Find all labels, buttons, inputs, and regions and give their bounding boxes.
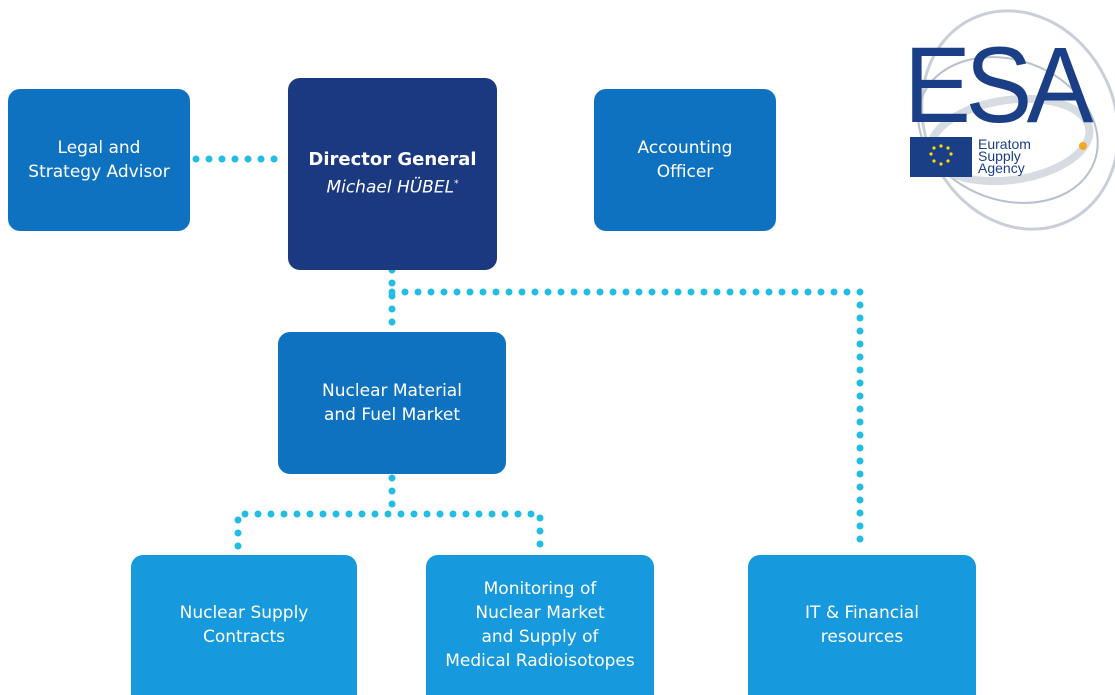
accounting-officer-box: Accounting Officer xyxy=(594,89,776,231)
connector-top-branch xyxy=(388,288,864,550)
logo-line-2: Supply xyxy=(978,148,1021,164)
accounting-line-1: Accounting xyxy=(637,138,733,158)
esa-logo-text: Euratom Supply Agency xyxy=(978,136,1031,176)
director-general-title: Director General xyxy=(308,149,477,171)
monitoring-line-3: and Supply of xyxy=(481,627,599,647)
nuclear-supply-line-1: Nuclear Supply xyxy=(179,603,309,623)
legal-strategy-advisor-box: Legal and Strategy Advisor xyxy=(8,89,190,231)
monitoring-line-2: Nuclear Market xyxy=(475,603,605,623)
logo-line-1: Euratom xyxy=(978,136,1031,152)
it-financial-line-2: resources xyxy=(820,627,904,647)
director-general-box: Director General Michael HÜBEL* xyxy=(288,78,497,270)
connector-bottom-branch xyxy=(234,510,544,550)
director-general-name: Michael HÜBEL xyxy=(326,177,455,198)
it-financial-resources-box: IT & Financial resources xyxy=(748,555,976,695)
nuclear-material-fuel-market-box: Nuclear Material and Fuel Market xyxy=(278,332,506,474)
director-general-footnote-mark: * xyxy=(454,179,459,190)
esa-acronym: ESA xyxy=(904,24,1094,145)
nuclear-material-line-1: Nuclear Material xyxy=(322,381,462,401)
nuclear-supply-contracts-box: Nuclear Supply Contracts xyxy=(131,555,357,695)
legal-line-2: Strategy Advisor xyxy=(28,162,170,182)
nuclear-material-line-2: and Fuel Market xyxy=(323,405,461,425)
logo-line-3: Agency xyxy=(978,160,1025,176)
monitoring-nuclear-market-box: Monitoring of Nuclear Market and Supply … xyxy=(426,555,654,695)
eu-flag-icon xyxy=(910,137,972,177)
nuclear-supply-line-2: Contracts xyxy=(203,627,285,647)
accounting-line-2: Officer xyxy=(656,162,714,182)
monitoring-line-1: Monitoring of xyxy=(483,579,597,599)
director-general-name-line: Michael HÜBEL* xyxy=(326,172,458,200)
it-financial-line-1: IT & Financial xyxy=(805,603,919,623)
monitoring-line-4: Medical Radioisotopes xyxy=(445,651,635,671)
esa-logo-graphic: ESA xyxy=(904,9,1115,231)
legal-line-1: Legal and xyxy=(57,138,141,158)
esa-logo: ESA Euratom Supply Agency xyxy=(890,0,1115,250)
